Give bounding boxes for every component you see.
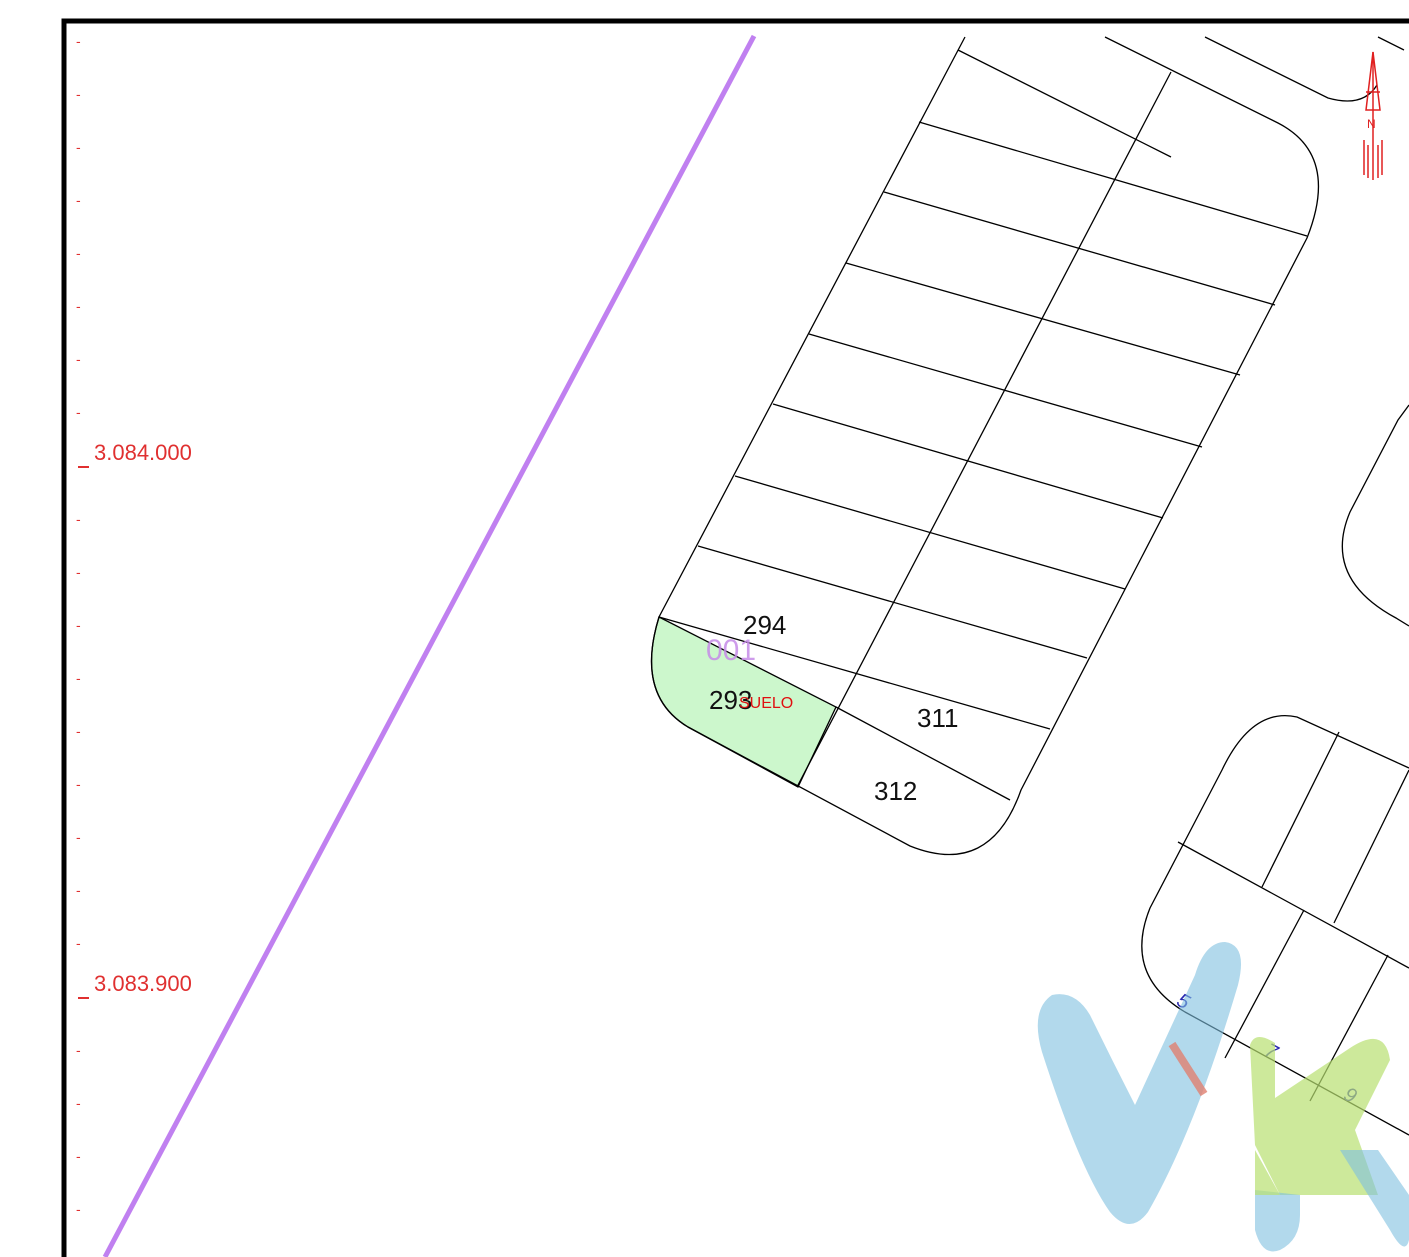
grid-tick-11: - (76, 617, 81, 633)
parcel-division-8 (697, 545, 1088, 659)
grid-tick-18: - (76, 1042, 81, 1058)
grid-tick-16: - (76, 882, 81, 898)
grid-tick-1: - (76, 33, 81, 49)
land-use-label: SUELO (739, 695, 793, 712)
parcel-division-6 (772, 403, 1164, 519)
east-blocks (1141, 404, 1409, 1136)
grid-tick-8: - (76, 404, 81, 420)
map-frame (61, 18, 1409, 1257)
grid-tick-10: - (76, 564, 81, 580)
parcel-label-293: 293 (709, 685, 752, 715)
parcel-division-3 (883, 191, 1276, 306)
main-block (650, 36, 1405, 856)
grid-label-north-2: 3.083.900 (94, 971, 192, 996)
parcel-division-1 (957, 49, 1172, 158)
parcel-label-311: 311 (917, 703, 958, 733)
grid-tick-7: - (76, 351, 81, 367)
parcel-divisions (658, 49, 1308, 801)
grid-tick-19: - (76, 1095, 81, 1111)
grid-tick-4: - (76, 192, 81, 208)
grid-label-north-1: 3.084.000 (94, 440, 192, 465)
parcel-label-294: 294 (743, 610, 786, 640)
parcel-label-312: 312 (874, 776, 917, 806)
north-arrow-icon: N (1363, 51, 1383, 180)
grid-ticks: - - - - - - - - - - - - - - - - - - - - - (76, 33, 81, 1217)
grid-tick-17: - (76, 935, 81, 951)
grid-tick-9: - (76, 511, 81, 527)
grid-tick-13: - (76, 723, 81, 739)
grid-tick-15: - (76, 829, 81, 845)
grid-tick-20: - (76, 1148, 81, 1164)
grid-tick-2: - (76, 86, 81, 102)
vk-logo-icon (1037, 942, 1409, 1252)
svg-text:N: N (1367, 117, 1376, 131)
parcel-division-4 (845, 262, 1241, 376)
grid-tick-5: - (76, 245, 81, 261)
grid-tick-21: - (76, 1201, 81, 1217)
parcel-division-9 (658, 616, 1051, 730)
parcel-division-10 (835, 706, 1011, 801)
parcel-division-5 (808, 333, 1203, 448)
grid-tick-12: - (76, 670, 81, 686)
grid-tick-3: - (76, 139, 81, 155)
boundary-line (102, 34, 757, 1257)
parcel-division-2 (918, 121, 1308, 237)
grid-tick-6: - (76, 298, 81, 314)
parcel-division-7 (734, 475, 1126, 590)
grid-tick-14: - (76, 776, 81, 792)
block-code-label: 001 (706, 634, 756, 667)
